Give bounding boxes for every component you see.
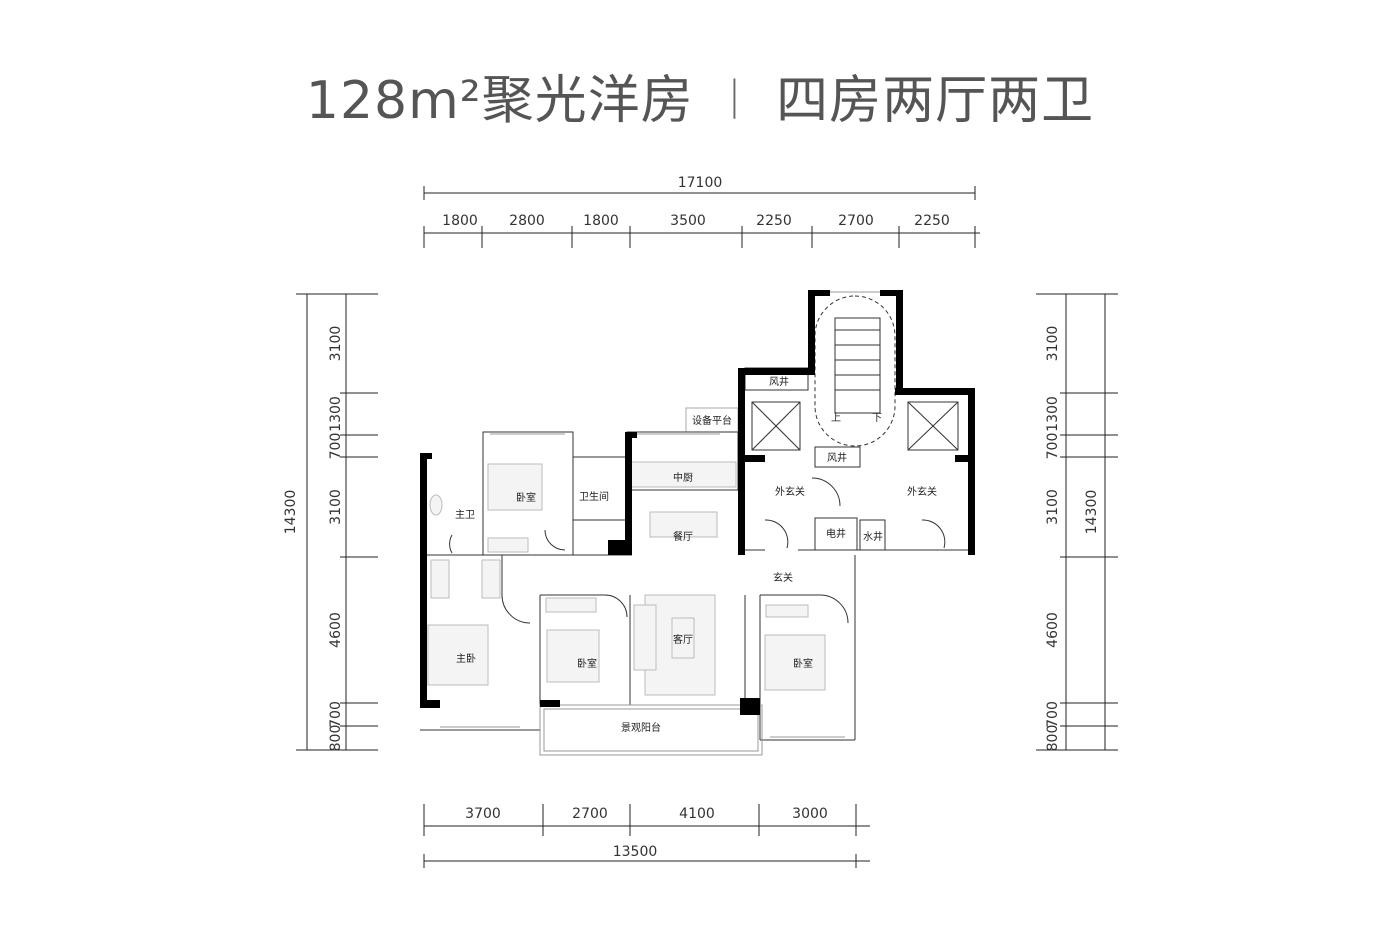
dim-right: 3100: [1045, 326, 1061, 362]
walls: [420, 290, 975, 715]
dim-bottom-total: 13500: [613, 844, 658, 860]
room-label-bedroom-east: 卧室: [793, 657, 813, 670]
bed-north: [487, 463, 543, 511]
wardrobe: [487, 537, 529, 553]
wardrobe: [765, 604, 809, 618]
title-separator: |: [727, 72, 743, 119]
room-label-living-room: 客厅: [673, 633, 693, 646]
stair-up-label: 上: [831, 412, 841, 424]
wardrobe: [430, 559, 450, 599]
coffee-table: [671, 617, 695, 659]
room-label-equipment-platform: 设备平台: [692, 414, 732, 427]
balcony-outline: [539, 704, 763, 756]
room-label-bedroom-south: 卧室: [577, 657, 597, 670]
toilet: [429, 494, 443, 516]
dim-top: 1800: [583, 213, 619, 229]
room-label-master-bath: 主卫: [455, 509, 475, 521]
room-label-outer-entry-right: 外玄关: [907, 485, 937, 498]
dining-table: [649, 511, 718, 538]
wardrobe: [545, 597, 597, 613]
dim-right: 700: [1045, 701, 1061, 728]
dim-top: 2700: [838, 213, 874, 229]
dim-right: 800: [1045, 725, 1061, 752]
elevator-left: [751, 401, 801, 451]
top-dimensions: 17100 1800 2800 1800 3500 2250 2700 2250: [423, 175, 980, 248]
room-label-feng-jing: 风井: [769, 375, 789, 388]
dim-right: 3100: [1045, 489, 1061, 525]
stair-steps: [834, 317, 881, 414]
dim-top-total: 17100: [678, 175, 723, 191]
dim-top: 2250: [756, 213, 792, 229]
dim-left: 700: [328, 701, 344, 728]
plan-title: 128m²聚光洋房 | 四房两厅两卫: [0, 58, 1400, 133]
bed-south: [546, 629, 600, 683]
room-label-kitchen: 中厨: [673, 471, 693, 484]
title-area-name: 128m²聚光洋房: [305, 71, 694, 131]
dim-left: 3100: [328, 326, 344, 362]
dim-bottom: 2700: [572, 806, 608, 822]
room-label-master-bedroom: 主卧: [456, 652, 476, 665]
room-label-dining: 餐厅: [673, 530, 693, 543]
dim-bottom: 4100: [679, 806, 715, 822]
room-label-outer-entry-left: 外玄关: [775, 485, 805, 498]
room-label-bedroom-north: 卧室: [516, 491, 536, 504]
dim-bottom: 3700: [465, 806, 501, 822]
dim-top: 2250: [914, 213, 950, 229]
bed-master: [427, 624, 489, 686]
dim-bottom: 3000: [792, 806, 828, 822]
room-label-feng-jing: 风井: [827, 451, 847, 464]
wardrobe: [481, 559, 501, 599]
dim-right: 1300: [1045, 396, 1061, 432]
room-label-balcony: 景观阳台: [621, 721, 661, 734]
elevator-right: [907, 401, 959, 451]
dim-right: 700: [1045, 433, 1061, 460]
dim-left: 800: [328, 725, 344, 752]
dim-top: 2800: [509, 213, 545, 229]
room-label-bathroom: 卫生间: [579, 490, 609, 503]
dim-left-total: 14300: [283, 490, 299, 535]
dim-left: 3100: [328, 489, 344, 525]
room-label-foyer: 玄关: [773, 571, 793, 584]
dim-left: 700: [328, 433, 344, 460]
bed-east: [764, 634, 826, 691]
dim-left: 4600: [328, 612, 344, 648]
room-label-electric-shaft: 电井: [826, 527, 846, 540]
dim-right-total: 14300: [1084, 490, 1100, 535]
dim-right: 4600: [1045, 612, 1061, 648]
dim-top: 1800: [442, 213, 478, 229]
plan: 风井 风井 上 下 设备平台 中厨 卧室 卫生间 主卫 餐厅 外玄关 外玄关 电…: [420, 290, 975, 756]
title-layout: 四房两厅两卫: [776, 71, 1095, 131]
dim-top: 3500: [670, 213, 706, 229]
dim-left: 1300: [328, 396, 344, 432]
bottom-dimensions: 3700 2700 4100 3000 13500: [423, 804, 870, 868]
kitchen-counter: [630, 461, 737, 488]
stair-outline: [814, 295, 896, 447]
room-label-water-shaft: 水井: [863, 530, 883, 543]
stair-down-label: 下: [872, 413, 882, 424]
sofa: [633, 604, 657, 671]
